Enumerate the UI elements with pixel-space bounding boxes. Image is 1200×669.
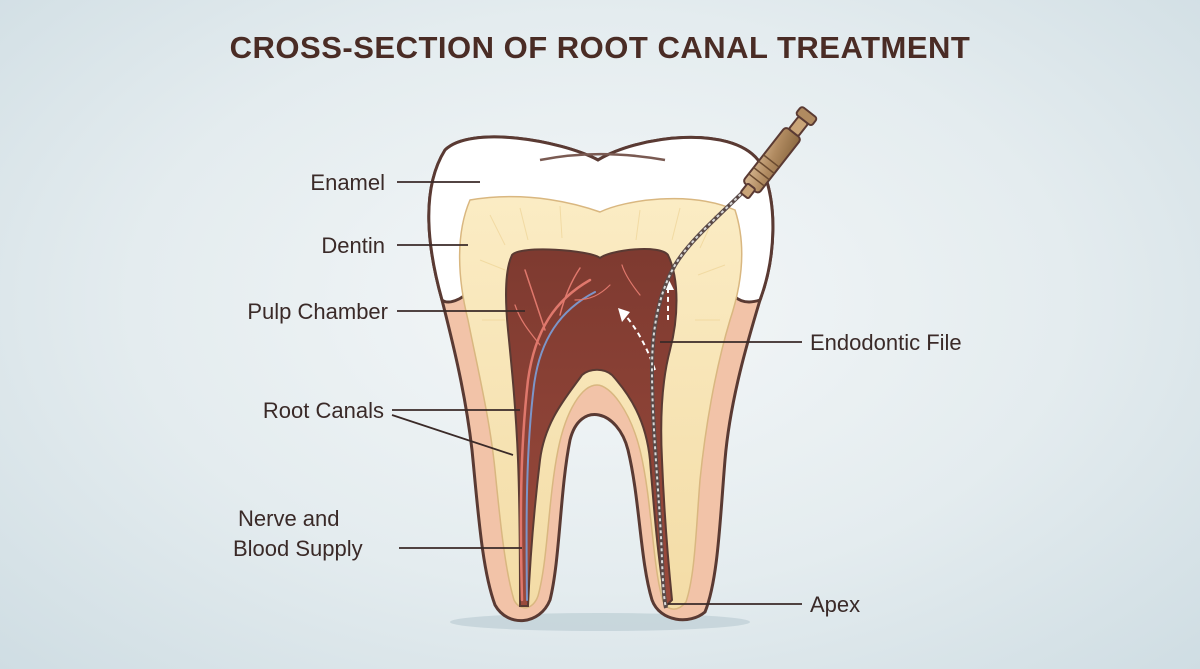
dentin-texture xyxy=(479,205,726,321)
label-nerve-line2: Blood Supply xyxy=(233,536,363,561)
label-apex: Apex xyxy=(810,592,860,617)
label-dentin: Dentin xyxy=(321,233,385,258)
label-pulp-chamber: Pulp Chamber xyxy=(247,299,388,324)
label-nerve-line1: Nerve and xyxy=(238,506,340,531)
leader-lines xyxy=(391,181,802,605)
diagram-title: CROSS-SECTION OF ROOT CANAL TREATMENT xyxy=(229,30,971,65)
crown-groove xyxy=(539,152,666,162)
label-enamel: Enamel xyxy=(310,170,385,195)
label-root-canals: Root Canals xyxy=(263,398,384,423)
arrow-head-1 xyxy=(618,308,630,322)
label-endodontic-file: Endodontic File xyxy=(810,330,962,355)
nerve-vessels xyxy=(514,264,641,602)
tooth-shadow xyxy=(450,613,750,631)
flow-arrows xyxy=(624,285,669,371)
endodontic-file-icon xyxy=(649,106,818,609)
